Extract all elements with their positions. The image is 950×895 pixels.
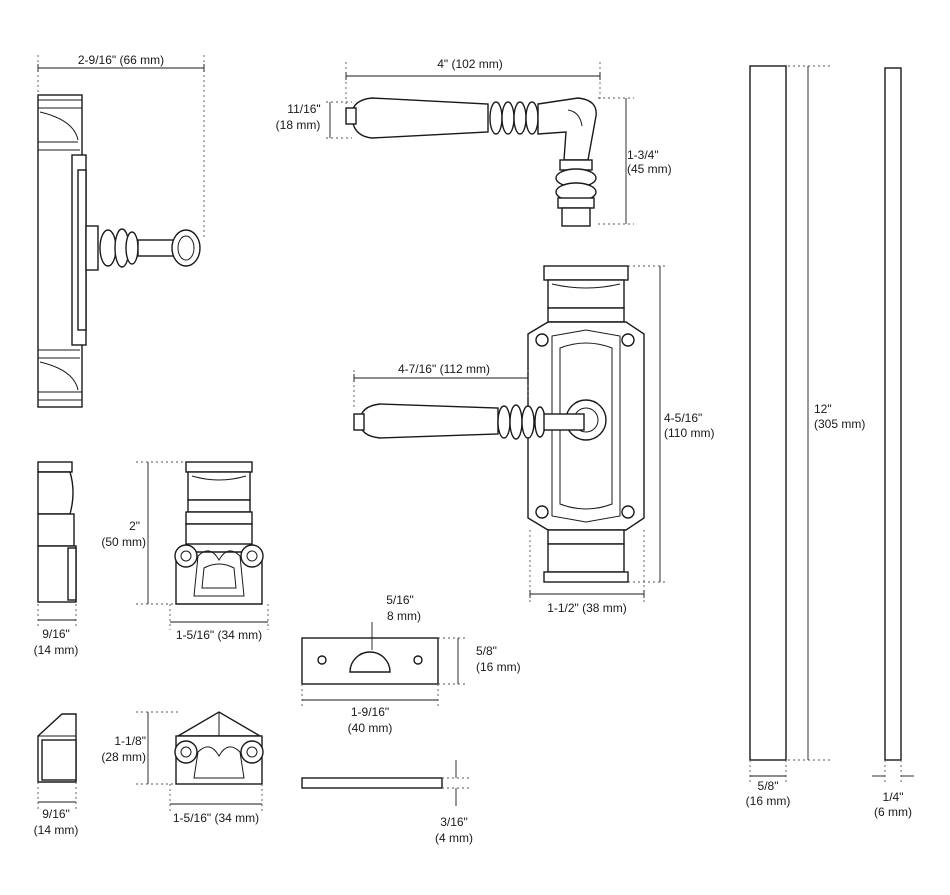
strike-plate-edge: [301, 777, 443, 789]
dim-strike-thickness-mm: (4 mm): [435, 831, 473, 845]
dim-small-keeper-depth-in: 9/16": [42, 807, 70, 821]
keeper-front-view: [174, 461, 264, 605]
dim-small-keeper-height-mm: (28 mm): [101, 750, 146, 764]
dim-strike-height-in: 5/8": [476, 644, 497, 658]
dim-lever-drop-in: 1-3/4": [627, 148, 659, 162]
dim-plate-width-label: 1-1/2" (38 mm): [547, 601, 627, 615]
dim-keeper-width-label: 1-5/16" (34 mm): [176, 628, 262, 642]
dim-keeper-depth-in: 9/16": [42, 627, 70, 641]
dim-strike-notch-in: 5/16": [386, 593, 414, 607]
dim-lever-length: 4" (102 mm): [345, 57, 601, 106]
dim-keeper-height-mm: (50 mm): [101, 535, 146, 549]
dim-plate-height-mm: (110 mm): [664, 426, 714, 440]
dim-keeper-depth-mm: (14 mm): [34, 643, 79, 657]
lever-top-view: [345, 97, 597, 227]
dim-small-keeper-height-in: 1-1/8": [114, 734, 146, 748]
dim-spindle-thickness-in: 1/4": [883, 790, 904, 804]
dim-small-keeper-depth: 9/16" (14 mm): [34, 782, 79, 837]
dim-spindle-thickness-mm: (6 mm): [874, 805, 912, 819]
dim-strike-height: 5/8" (16 mm): [438, 637, 521, 685]
spindle-bar-thin: [884, 67, 902, 761]
strike-plate: [301, 637, 439, 685]
dim-strike-notch: 5/16" 8 mm): [371, 593, 421, 650]
dim-spindle-thickness: 1/4" (6 mm): [872, 760, 914, 819]
dim-strike-length-in: 1-9/16": [351, 705, 389, 719]
dim-lever-projection-label: 4-7/16" (112 mm): [398, 362, 490, 376]
dim-small-keeper-width-label: 1-5/16" (34 mm): [173, 811, 259, 825]
dim-rose-depth: 2-9/16" (66 mm): [37, 53, 205, 240]
small-keeper-front-view: [174, 711, 264, 785]
dim-strike-length: 1-9/16" (40 mm): [301, 684, 439, 735]
dim-keeper-height: 2" (50 mm): [101, 461, 186, 605]
dim-spindle-length-in: 12": [814, 402, 832, 416]
small-keeper-side-view: [37, 713, 77, 783]
dim-rose-depth-label: 2-9/16" (66 mm): [78, 53, 164, 67]
dim-spindle-length-mm: (305 mm): [814, 417, 865, 431]
dim-spindle-width-in: 5/8": [758, 779, 779, 793]
dim-keeper-height-in: 2": [129, 519, 140, 533]
dim-lever-grip-in: 11/16": [287, 102, 320, 116]
dim-keeper-width: 1-5/16" (34 mm): [169, 604, 269, 642]
spindle-bar-wide: [749, 65, 787, 761]
dim-strike-thickness: 3/16" (4 mm): [435, 760, 473, 845]
dim-small-keeper-height: 1-1/8" (28 mm): [101, 711, 178, 785]
dim-lever-drop-mm: (45 mm): [627, 162, 672, 176]
dim-keeper-depth: 9/16" (14 mm): [34, 604, 79, 657]
dim-spindle-width: 5/8" (16 mm): [746, 760, 791, 808]
dim-plate-height: 4-5/16" (110 mm): [628, 265, 714, 583]
side-view-handle: [37, 94, 201, 408]
dim-small-keeper-width: 1-5/16" (34 mm): [169, 784, 263, 825]
dim-lever-projection: 4-7/16" (112 mm): [353, 362, 529, 410]
dim-lever-drop: 1-3/4" (45 mm): [598, 97, 672, 225]
dim-strike-height-mm: (16 mm): [476, 660, 521, 674]
dim-strike-thickness-in: 3/16": [440, 815, 468, 829]
keeper-side-view: [37, 461, 77, 603]
dim-lever-length-label: 4" (102 mm): [437, 57, 503, 71]
dim-spindle-length: 12" (305 mm): [788, 65, 865, 761]
dim-strike-length-mm: (40 mm): [348, 721, 393, 735]
dim-lever-grip: 11/16" (18 mm): [276, 101, 352, 139]
dim-plate-width: 1-1/2" (38 mm): [529, 530, 645, 615]
dim-small-keeper-depth-mm: (14 mm): [34, 823, 79, 837]
dim-plate-height-in: 4-5/16": [664, 411, 702, 425]
front-plate-assembly: [353, 265, 645, 583]
dim-lever-grip-mm: (18 mm): [276, 118, 321, 132]
dim-spindle-width-mm: (16 mm): [746, 794, 791, 808]
dim-strike-notch-mm: 8 mm): [387, 609, 421, 623]
